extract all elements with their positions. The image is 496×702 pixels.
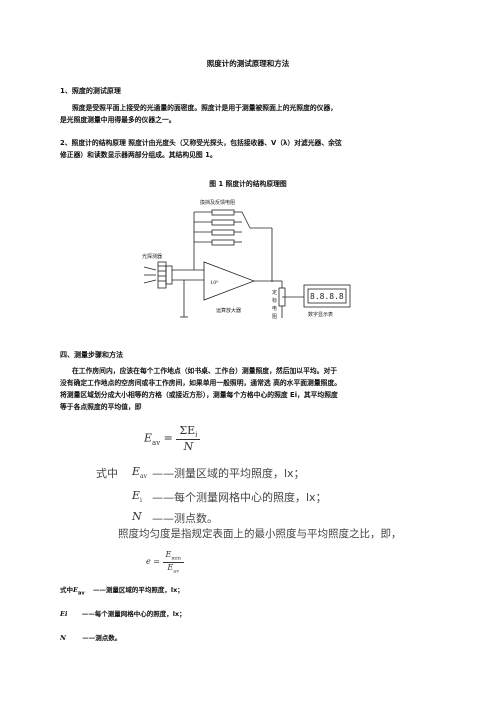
where-text-ei: ——每个测量网格中心的照度，lx；	[152, 491, 327, 504]
section-4-line3: 将测量区域划分成大小相等的方格（或接近方形），测量每个方格中心的照度 Ei，其平…	[60, 391, 338, 399]
illuminometer-structure-diagram: 換挡及反馈电阻 光探测器 10⁶ 运算放大器 定 标 电 阻 8.8.8.8 数…	[142, 199, 351, 320]
label-amplifier: 运算放大器	[216, 307, 241, 314]
feedback-resistor	[211, 219, 235, 226]
where-small-row1: 式中Eav ——测量区域的平均照度，lx；	[60, 586, 184, 597]
where-text-eav: ——测量区域的平均照度，lx；	[152, 467, 305, 480]
display-digits: 8.8.8.8	[310, 292, 344, 301]
where-text-n: ——测点数。	[152, 512, 218, 525]
section-4-heading: 四、测量步骤和方法	[60, 351, 123, 359]
where-small-row3: N ——测点数。	[60, 634, 122, 642]
digital-display	[303, 284, 351, 308]
section-4-line2: 没有确定工作地点的空房间或非工作房间，如果单用一般照明，通常选 高的水平面测量照…	[60, 379, 342, 387]
document-title: 照度计的测试原理和方法	[206, 59, 290, 68]
range-switch	[241, 211, 251, 229]
where-sym-eav: Eav	[132, 465, 147, 481]
label-calib-4: 阻	[272, 313, 277, 320]
section-4-line1: 在工作房间内，应该在每个工作地点（如书桌、工作台）测量照度，然后加以平均。对于	[72, 367, 338, 375]
section-1-para-line2: 是光照度测量中用得最多的仪器之一。	[60, 116, 176, 124]
label-display: 数字显示表	[308, 311, 333, 318]
where-prefix: 式中	[96, 467, 118, 480]
section-2-line2: 修正器）和读数显示器两部分组成。其结构见图 1。	[60, 151, 217, 159]
label-calib-2: 标	[272, 297, 277, 304]
where-sym-ei: Ei	[132, 489, 142, 505]
where-small-row2: Ei ——每个测量网格中心的照度，lx；	[60, 610, 186, 618]
feedback-resistor	[211, 209, 235, 216]
section-4-line4: 等于各点照度的平均值，即	[60, 403, 142, 411]
label-calib-3: 电	[272, 305, 277, 312]
where-sym-n: N	[132, 510, 142, 523]
feedback-resistor	[211, 229, 235, 236]
uniformity-definition: 照度均匀度是指规定表面上的最小照度与平均照度之比，即，	[118, 528, 402, 540]
formula-average-illuminance: Eav = ΣEi N	[144, 424, 201, 453]
figure-caption: 图 1 照度计的结构原理图	[209, 180, 287, 188]
label-feedback: 換挡及反馈电阻	[200, 199, 235, 206]
section-2-line1: 2、照度计的结构原理 照度计由光度头（又称受光探头，包括接收器、V（λ）对滤光器…	[60, 139, 342, 147]
label-probe: 光探测器	[142, 253, 162, 260]
label-amp-mark: 10⁶	[210, 280, 218, 286]
label-calib-1: 定	[272, 289, 277, 296]
section-1-heading: 1、照度的测试原理	[60, 87, 121, 95]
feedback-resistor	[211, 239, 235, 246]
formula-uniformity: e = Emin Eav	[146, 550, 184, 574]
section-1-para-line1: 照度是受照平面上接受的光通量的面密度。照度计是用于测量被照面上的光照度的仪器，	[72, 104, 338, 112]
op-amp	[203, 261, 256, 301]
